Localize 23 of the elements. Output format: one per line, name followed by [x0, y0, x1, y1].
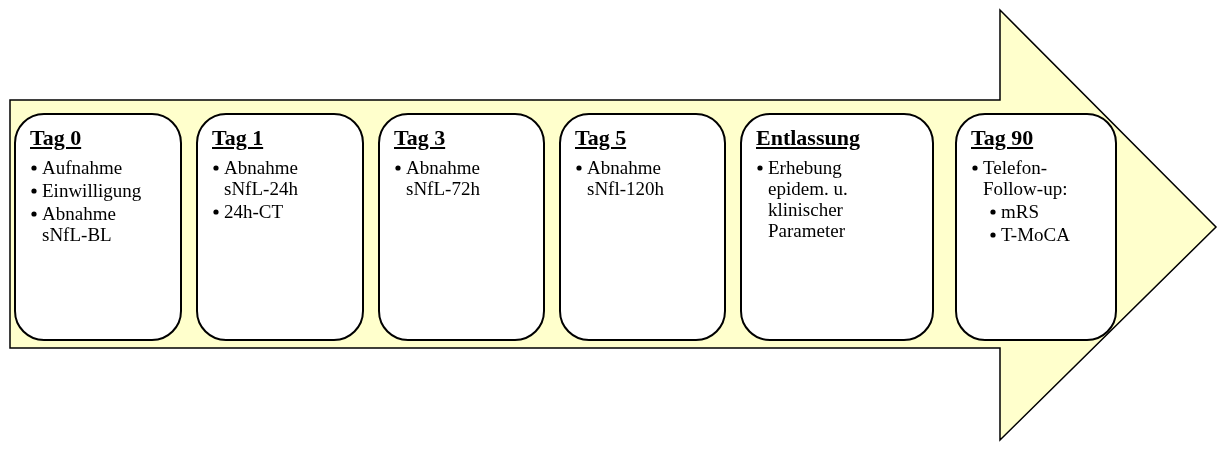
step-card [559, 113, 726, 341]
step-heading: Tag 0 [30, 125, 82, 151]
step-heading: Tag 90 [971, 125, 1034, 151]
bullet-text: Telefon-Follow-up: [983, 157, 1069, 199]
bullet-text: Einwilligung [42, 180, 142, 201]
step-card [196, 113, 364, 341]
bullet-text: Abnahme sNfl-120h [587, 157, 666, 199]
step-heading: Tag 1 [212, 125, 264, 151]
step-heading: Tag 3 [394, 125, 446, 151]
step-card [955, 113, 1117, 341]
step-card [740, 113, 934, 341]
step-card [14, 113, 182, 341]
step-card [378, 113, 545, 341]
bullet-text: Erhebung epidem. u. klinischer Parameter [768, 157, 849, 241]
bullet-text: mRS [1001, 201, 1040, 222]
step-heading: Entlassung [756, 125, 860, 151]
bullet-text: 24h-CT [224, 201, 284, 222]
step-heading: Tag 5 [575, 125, 627, 151]
bullet-text: Abnahme sNfL-24h [224, 157, 299, 199]
bullet-text: Aufnahme [42, 157, 123, 178]
bullet-text: Abnahme sNfL-BL [42, 203, 117, 245]
bullet-text: Abnahme sNfL-72h [406, 157, 481, 199]
bullet-text: T-MoCA [1001, 224, 1070, 245]
